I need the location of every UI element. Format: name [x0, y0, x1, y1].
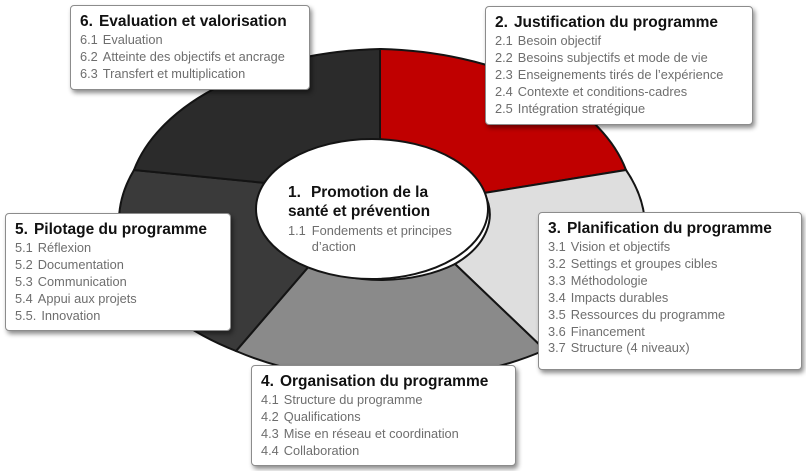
box-title: 6.Evaluation et valorisation: [80, 13, 287, 30]
box-title: 2.Justification du programme: [495, 14, 719, 31]
box-title: 4.Organisation du programme: [261, 373, 489, 390]
center-number: 1.: [288, 184, 301, 201]
box-title: 3.Planification du programme: [548, 220, 772, 237]
center-label: 1.Promotion de la santé et prévention 1.…: [288, 183, 458, 255]
list-item: 5.5.Innovation: [15, 307, 101, 323]
center-title-text: Promotion de la santé et prévention: [288, 184, 431, 220]
box-title: 5.Pilotage du programme: [15, 221, 208, 238]
center-title: 1.Promotion de la santé et prévention: [288, 183, 458, 221]
center-ellipse: [255, 138, 489, 280]
